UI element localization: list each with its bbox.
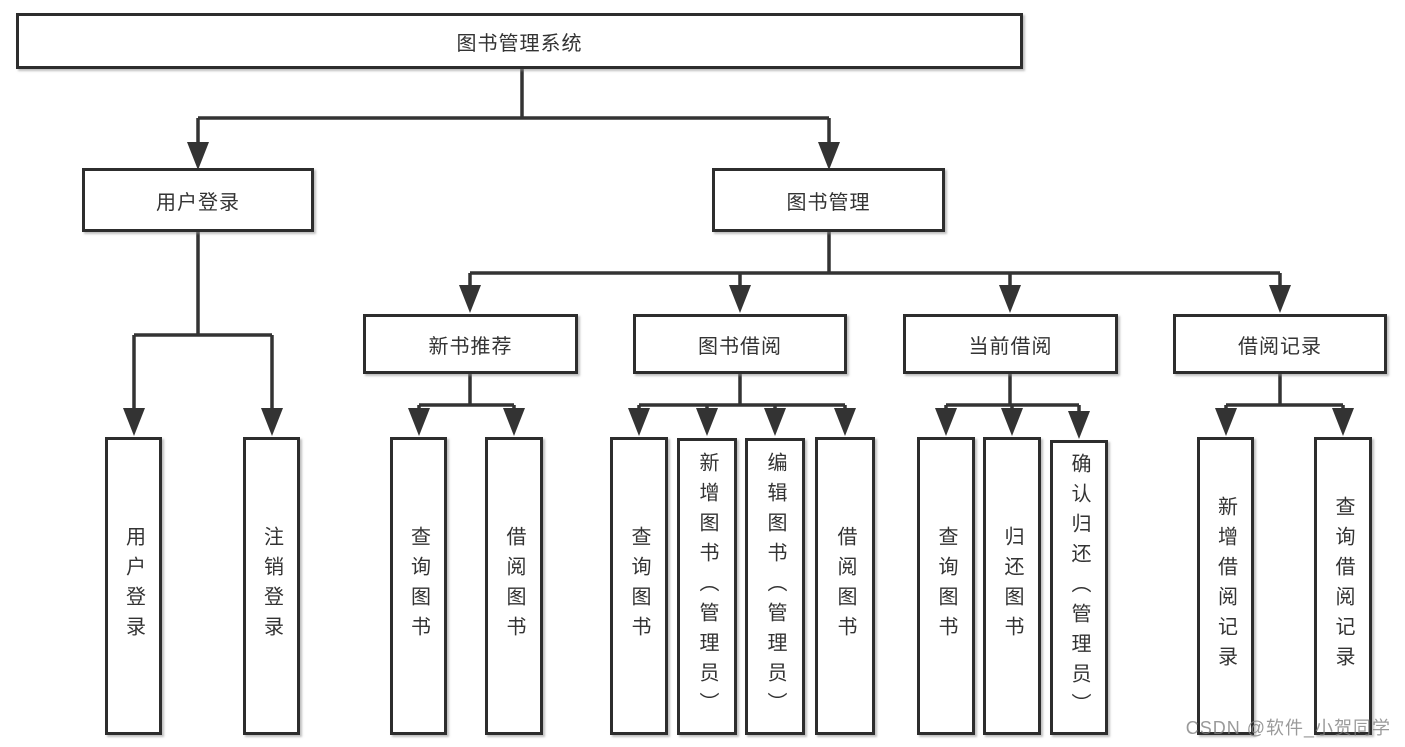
leaf-add-borrow-record-label: 新增借阅记录	[1214, 496, 1237, 676]
leaf-query-books-new: 查询图书	[390, 437, 447, 735]
leaf-query-borrow-record-label: 查询借阅记录	[1332, 496, 1354, 676]
leaf-borrow-books-new: 借阅图书	[485, 437, 543, 735]
leaf-borrow-books: 借阅图书	[815, 437, 875, 735]
node-book-management: 图书管理	[712, 168, 945, 232]
leaf-user-login-label: 用户登录	[122, 526, 145, 646]
leaf-return-books: 归还图书	[983, 437, 1041, 735]
leaf-confirm-return-admin-label: 确认归还（管理员）	[1068, 452, 1090, 723]
node-user-login-label: 用户登录	[156, 191, 240, 214]
leaf-edit-books-admin: 编辑图书（管理员）	[745, 438, 805, 735]
leaf-borrow-books-new-label: 借阅图书	[503, 526, 525, 646]
node-current-borrow: 当前借阅	[903, 314, 1118, 374]
leaf-logout-label: 注销登录	[260, 526, 283, 646]
node-borrow-records: 借阅记录	[1173, 314, 1387, 374]
leaf-borrow-books-label: 借阅图书	[834, 526, 856, 646]
leaf-query-books-borrow: 查询图书	[610, 437, 668, 735]
leaf-add-books-admin-label: 新增图书（管理员）	[696, 451, 718, 722]
leaf-confirm-return-admin: 确认归还（管理员）	[1050, 440, 1108, 735]
node-book-borrow-label: 图书借阅	[698, 335, 782, 358]
leaf-query-books-current-label: 查询图书	[935, 526, 957, 646]
node-system-root: 图书管理系统	[16, 13, 1023, 69]
leaf-return-books-label: 归还图书	[1001, 526, 1023, 646]
connector-edges	[132, 69, 1345, 419]
node-current-borrow-label: 当前借阅	[968, 335, 1053, 358]
leaf-query-books-new-label: 查询图书	[407, 526, 430, 646]
leaf-logout: 注销登录	[243, 437, 300, 735]
node-new-book-recommend-label: 新书推荐	[428, 335, 513, 358]
leaf-add-borrow-record: 新增借阅记录	[1197, 437, 1254, 735]
node-system-root-label: 图书管理系统	[456, 32, 583, 55]
node-borrow-records-label: 借阅记录	[1238, 335, 1322, 358]
leaf-query-books-current: 查询图书	[917, 437, 975, 735]
leaf-query-books-borrow-label: 查询图书	[628, 526, 650, 646]
leaf-add-books-admin: 新增图书（管理员）	[677, 438, 737, 735]
node-book-borrow: 图书借阅	[633, 314, 847, 374]
node-book-management-label: 图书管理	[786, 191, 871, 214]
leaf-query-borrow-record: 查询借阅记录	[1314, 437, 1372, 735]
leaf-user-login: 用户登录	[105, 437, 162, 735]
csdn-watermark: CSDN @软件_小贺同学	[1185, 718, 1391, 738]
arrowheads	[123, 142, 1354, 439]
node-new-book-recommend: 新书推荐	[363, 314, 578, 374]
node-user-login: 用户登录	[82, 168, 314, 232]
leaf-edit-books-admin-label: 编辑图书（管理员）	[764, 451, 786, 722]
